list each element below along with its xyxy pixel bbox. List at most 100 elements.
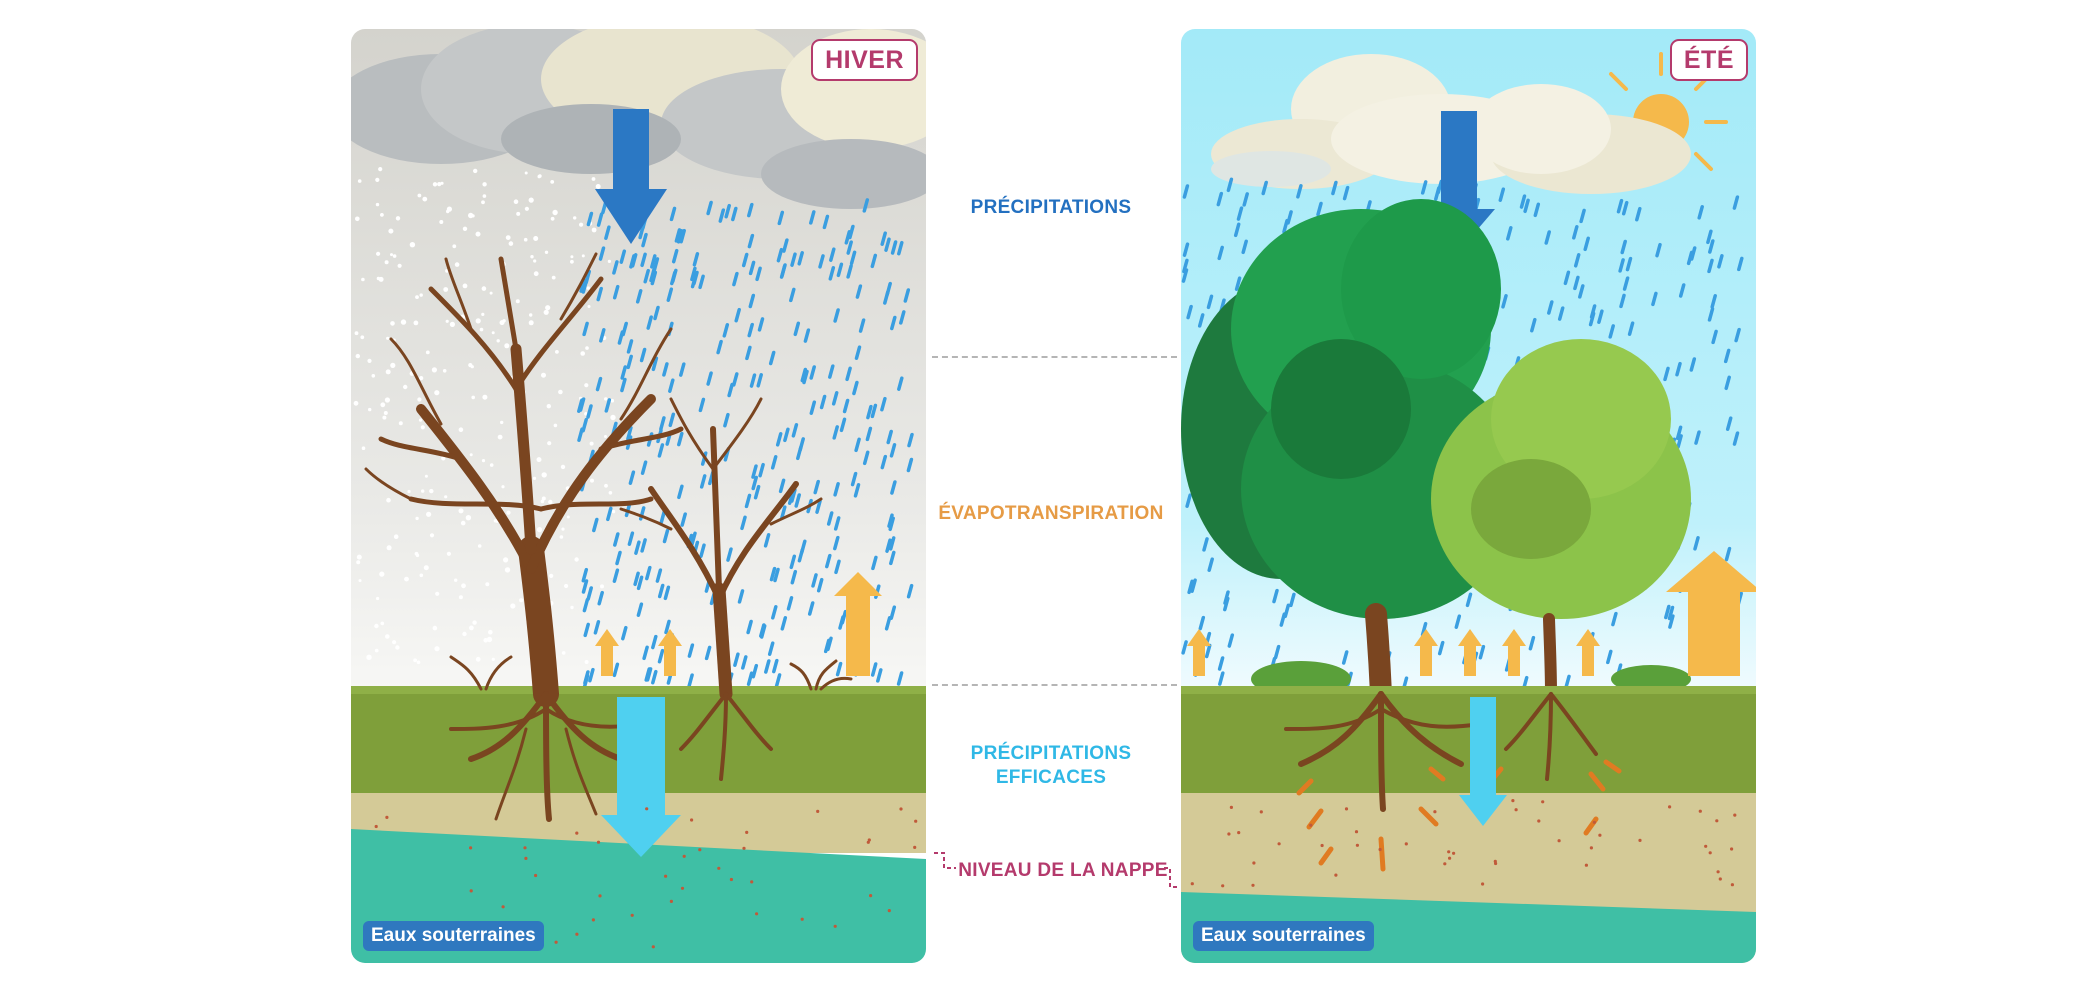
snow-dot [524,171,528,175]
rain-drop [1675,361,1682,377]
snow-dot [409,242,416,248]
rain-drop [596,286,603,302]
snow-dot [541,496,546,501]
rain-drop [666,287,674,302]
rain-drop [833,308,840,323]
rain-drop [764,659,771,674]
snow-dot [434,390,440,396]
soil-dot [1344,807,1349,811]
rain-drop [1420,180,1428,195]
rain-drop [1234,276,1242,291]
rain-drop [844,230,852,245]
soil-dot [1448,856,1452,860]
rain-drop [1217,245,1224,261]
snow-dot [460,520,466,526]
rain-drop [687,673,694,688]
rain-drop [748,260,756,276]
rain-drop [690,266,697,282]
snow-dot [378,167,383,172]
rain-drop [679,362,686,377]
snow-dot [374,623,379,629]
snow-dot [491,657,495,662]
rain-drop [852,380,859,396]
rain-drop [1724,375,1731,391]
snow-dot [547,441,552,446]
rain-drop [798,437,805,452]
soil-dot [1237,831,1241,835]
snow-dot [415,295,419,299]
rain-drop [671,268,678,284]
snow-dot [488,629,493,635]
rain-drop [825,553,832,569]
rain-drop [680,512,687,527]
rain-drop [1216,191,1224,207]
rain-drop [1667,605,1675,621]
rain-drop [849,250,857,266]
summer-scene [1181,29,1756,963]
snow-dot [481,200,485,205]
rain-drop [1732,195,1740,210]
rain-drop [1616,198,1624,214]
soil-dot [554,940,558,944]
snow-dot [386,545,392,551]
snow-dot [417,193,422,198]
snow-dot [354,331,359,336]
rain-drop [657,648,665,664]
soil-dot [833,924,837,928]
rain-drop [888,516,895,532]
rain-drop [734,307,741,323]
snow-dot [407,489,411,494]
rain-drop [577,427,584,442]
snow-dot [367,358,372,363]
snow-dot [442,369,447,373]
rain-drop [650,270,658,286]
rain-drop [1625,256,1633,272]
rain-drop [1689,357,1697,372]
snow-dot [530,255,534,259]
rain-drop [818,254,825,269]
snow-dot [360,335,365,340]
snow-dot [564,583,569,589]
rain-drop [727,382,734,398]
rain-drop [744,493,752,509]
snow-dot [431,367,437,373]
snow-dot [441,456,446,461]
snow-dot [468,212,474,219]
soil-dot [899,807,903,811]
rain-drop [890,315,897,331]
soil-dot [1514,808,1518,812]
snow-dot [515,299,520,304]
snow-dot [570,605,574,610]
rain-drop [1707,258,1714,274]
rain-drop [789,287,796,303]
rain-drop [1190,578,1197,593]
rain-drop [626,426,633,441]
snow-dot [461,583,466,589]
rain-drop [706,371,713,386]
rain-drop [890,240,898,255]
soil-dot [645,807,649,811]
rain-drop [897,376,904,391]
rain-drop [613,532,620,547]
rain-drop [645,565,652,581]
snow-dot [585,346,589,350]
snow-dot [417,397,422,402]
divider-top [932,356,1177,358]
soil-dot [816,809,820,814]
rain-drop [582,674,590,689]
rain-drop [650,254,657,269]
soil-dot [1730,847,1734,851]
rain-drop [1272,588,1279,604]
snow-dot [429,488,434,494]
rain-drop [1519,194,1527,209]
rain-drop [1181,640,1188,655]
snow-dot [503,557,509,563]
snow-dot [353,400,359,406]
rain-drop [745,345,752,361]
rain-drop [838,615,845,630]
soil-dot [729,877,733,882]
rain-drop [1296,184,1303,199]
rain-drop [1563,270,1571,286]
rain-drop [732,271,739,287]
